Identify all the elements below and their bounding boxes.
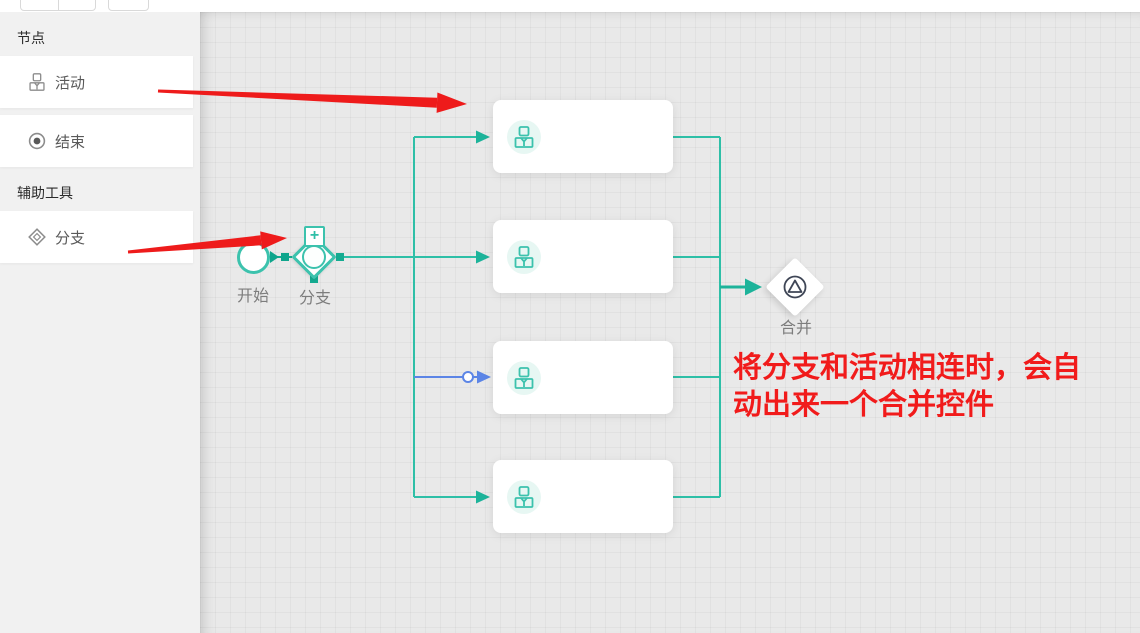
merge-gateway-icon (783, 275, 807, 299)
toolbar-button-group (20, 0, 96, 11)
activity-user-icon (514, 245, 534, 268)
toolbar-button[interactable] (59, 0, 96, 10)
toolbar-button[interactable] (21, 0, 59, 10)
palette-section-title: 辅助工具 (17, 185, 73, 201)
annotation-line: 动出来一个合并控件 (733, 389, 995, 421)
toolbar (0, 0, 1140, 12)
activity-node[interactable] (493, 220, 673, 293)
edge-handle[interactable] (281, 253, 289, 261)
annotation-text: 将分支和活动相连时，会自 动出来一个合并控件 (733, 350, 1081, 424)
activity-badge (507, 360, 541, 395)
start-node-label: 开始 (236, 288, 269, 305)
edge-arrowhead-icon (476, 490, 490, 504)
end-circle-icon (28, 132, 46, 150)
activity-badge (507, 479, 541, 514)
branch-diamond-icon (28, 228, 46, 246)
palette-item-label: 活动 (55, 74, 86, 92)
branch-handle-right[interactable] (336, 253, 344, 261)
add-branch-button[interactable]: + (304, 226, 325, 247)
activity-user-icon (29, 73, 45, 91)
activity-badge (507, 119, 541, 154)
activity-node[interactable] (493, 100, 673, 173)
edge-arrowhead-icon (745, 278, 762, 296)
activity-user-icon (514, 366, 534, 389)
palette-item-end[interactable]: 结束 (0, 115, 193, 167)
flow-canvas[interactable]: 开始 + 分支 (200, 12, 1140, 633)
palette-item-activity[interactable]: 活动 (0, 56, 193, 108)
edge-arrowhead-icon (476, 130, 490, 144)
edge-arrowhead-icon (477, 370, 491, 384)
palette-item-branch[interactable]: 分支 (0, 211, 193, 263)
branch-node-circle (302, 245, 326, 269)
edge-arrowhead-icon (270, 251, 279, 263)
activity-node[interactable] (493, 341, 673, 414)
annotation-line: 将分支和活动相连时，会自 (733, 352, 1082, 384)
edge-endpoint-handle[interactable] (462, 371, 474, 383)
activity-node[interactable] (493, 460, 673, 533)
toolbar-button[interactable] (108, 0, 149, 11)
activity-user-icon (514, 485, 534, 508)
palette-item-label: 结束 (55, 133, 86, 151)
palette-section-title: 节点 (17, 30, 45, 46)
start-node[interactable] (237, 241, 270, 274)
branch-node-label: 分支 (298, 290, 331, 307)
activity-user-icon (514, 125, 534, 148)
activity-badge (507, 239, 541, 274)
node-palette: 节点 活动 结束 辅助工具 (0, 12, 200, 633)
merge-node-label: 合并 (779, 320, 812, 337)
edge-arrowhead-icon (476, 250, 490, 264)
palette-item-label: 分支 (55, 229, 86, 247)
